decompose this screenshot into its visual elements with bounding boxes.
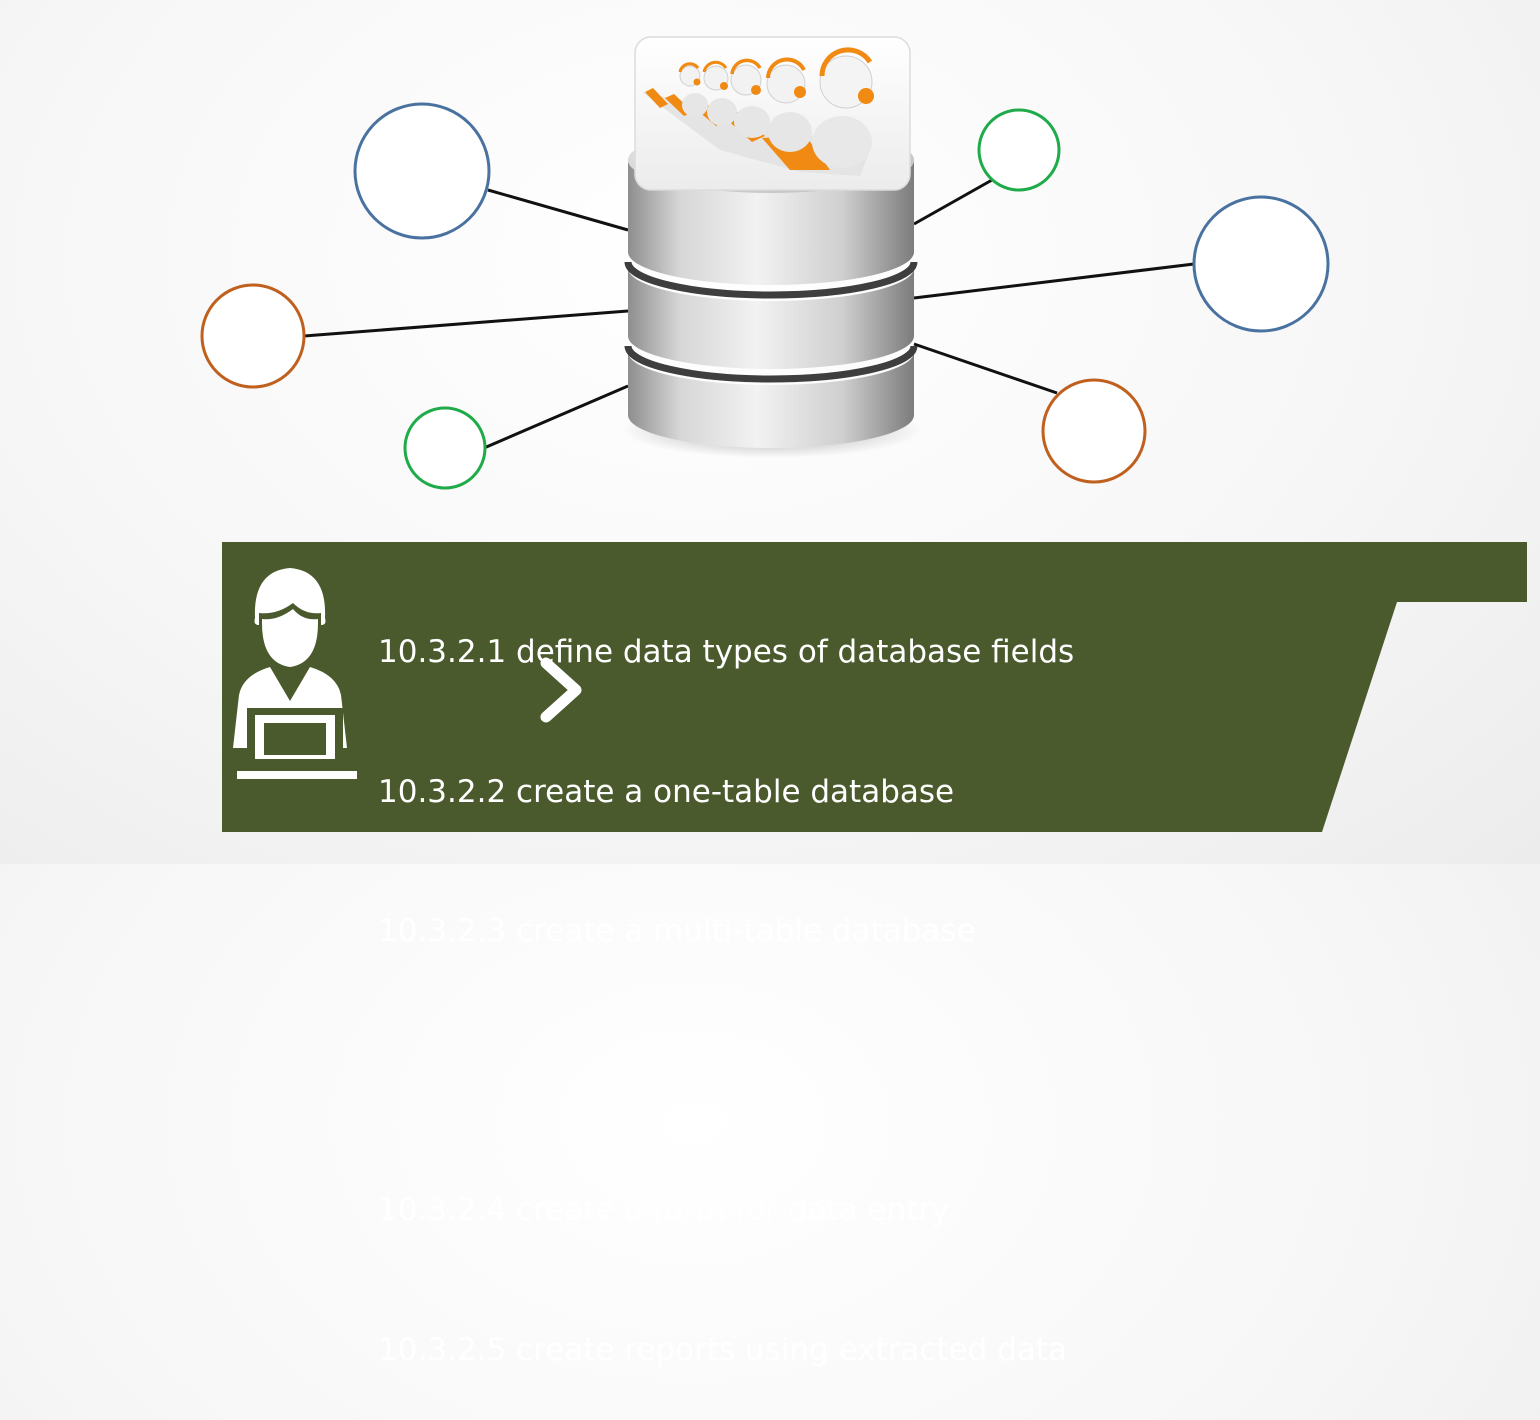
node-green-left xyxy=(403,406,487,490)
objective-item: 10.3.2.5 create reports using extracted … xyxy=(378,1331,1067,1368)
node-blue-right xyxy=(1192,195,1330,333)
connector-line xyxy=(303,309,629,338)
connector-line xyxy=(487,188,629,232)
user-at-laptop-icon xyxy=(233,568,357,779)
node-green-right xyxy=(977,108,1061,192)
connector-line xyxy=(913,178,993,226)
connector-lines xyxy=(303,178,1195,450)
node-orange-right xyxy=(1041,378,1147,484)
connector-line xyxy=(483,384,629,450)
chevron-right-icon[interactable] xyxy=(538,655,586,725)
objective-item: 10.3.2.1 define data types of database f… xyxy=(378,634,1075,670)
connector-line xyxy=(913,342,1058,395)
objective-spacer xyxy=(378,1048,1278,1095)
connector-line xyxy=(913,262,1195,300)
objectives-banner xyxy=(222,542,1527,832)
node-blue-left xyxy=(353,102,491,240)
node-orange-left xyxy=(200,283,306,389)
objective-item: 10.3.2.2 create a one-table database xyxy=(378,773,955,810)
diagram-nodes xyxy=(200,102,1330,490)
objective-item: 10.3.2.3 create a multi-table database xyxy=(378,913,976,949)
database-hub-diagram xyxy=(200,36,1330,490)
call-center-agents-icon xyxy=(634,36,911,191)
objective-item: 10.3.2.4 create a form for data entry xyxy=(378,1192,950,1228)
learning-objectives-list: 10.3.2.1 define data types of database f… xyxy=(378,536,1278,1420)
